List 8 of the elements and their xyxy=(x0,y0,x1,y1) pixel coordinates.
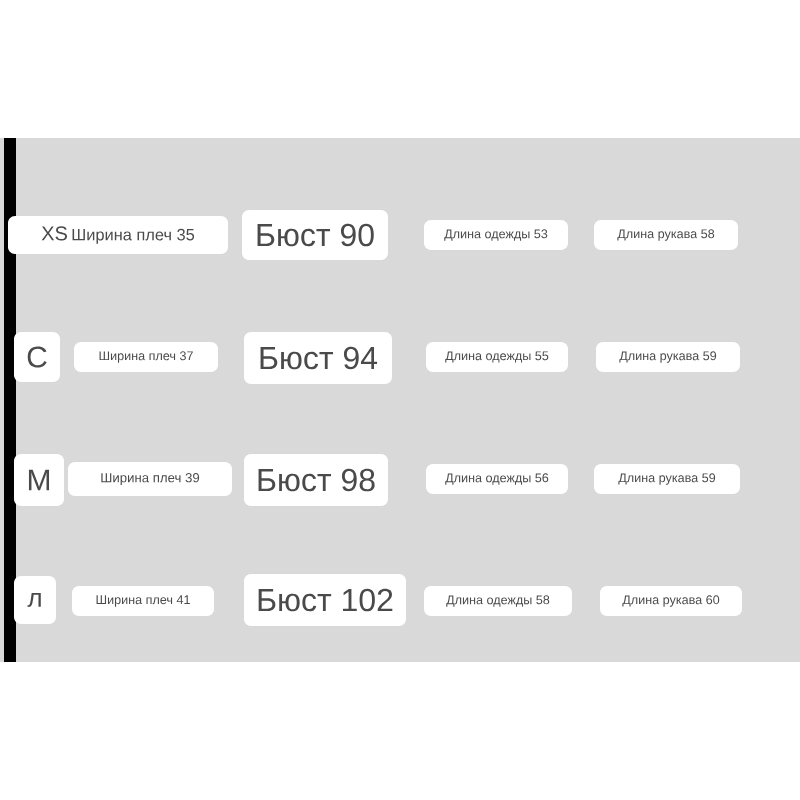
bust-chip: Бюст 98 xyxy=(244,454,388,506)
size-chip: XS Ширина плеч 35 xyxy=(8,216,228,254)
size-chip: M xyxy=(14,454,64,506)
bust-chip: Бюст 94 xyxy=(244,332,392,384)
bust-chip: Бюст 90 xyxy=(242,210,388,260)
size-chip: л xyxy=(14,576,56,624)
size-chip: С xyxy=(14,332,60,382)
bust-chip: Бюст 102 xyxy=(244,574,406,626)
